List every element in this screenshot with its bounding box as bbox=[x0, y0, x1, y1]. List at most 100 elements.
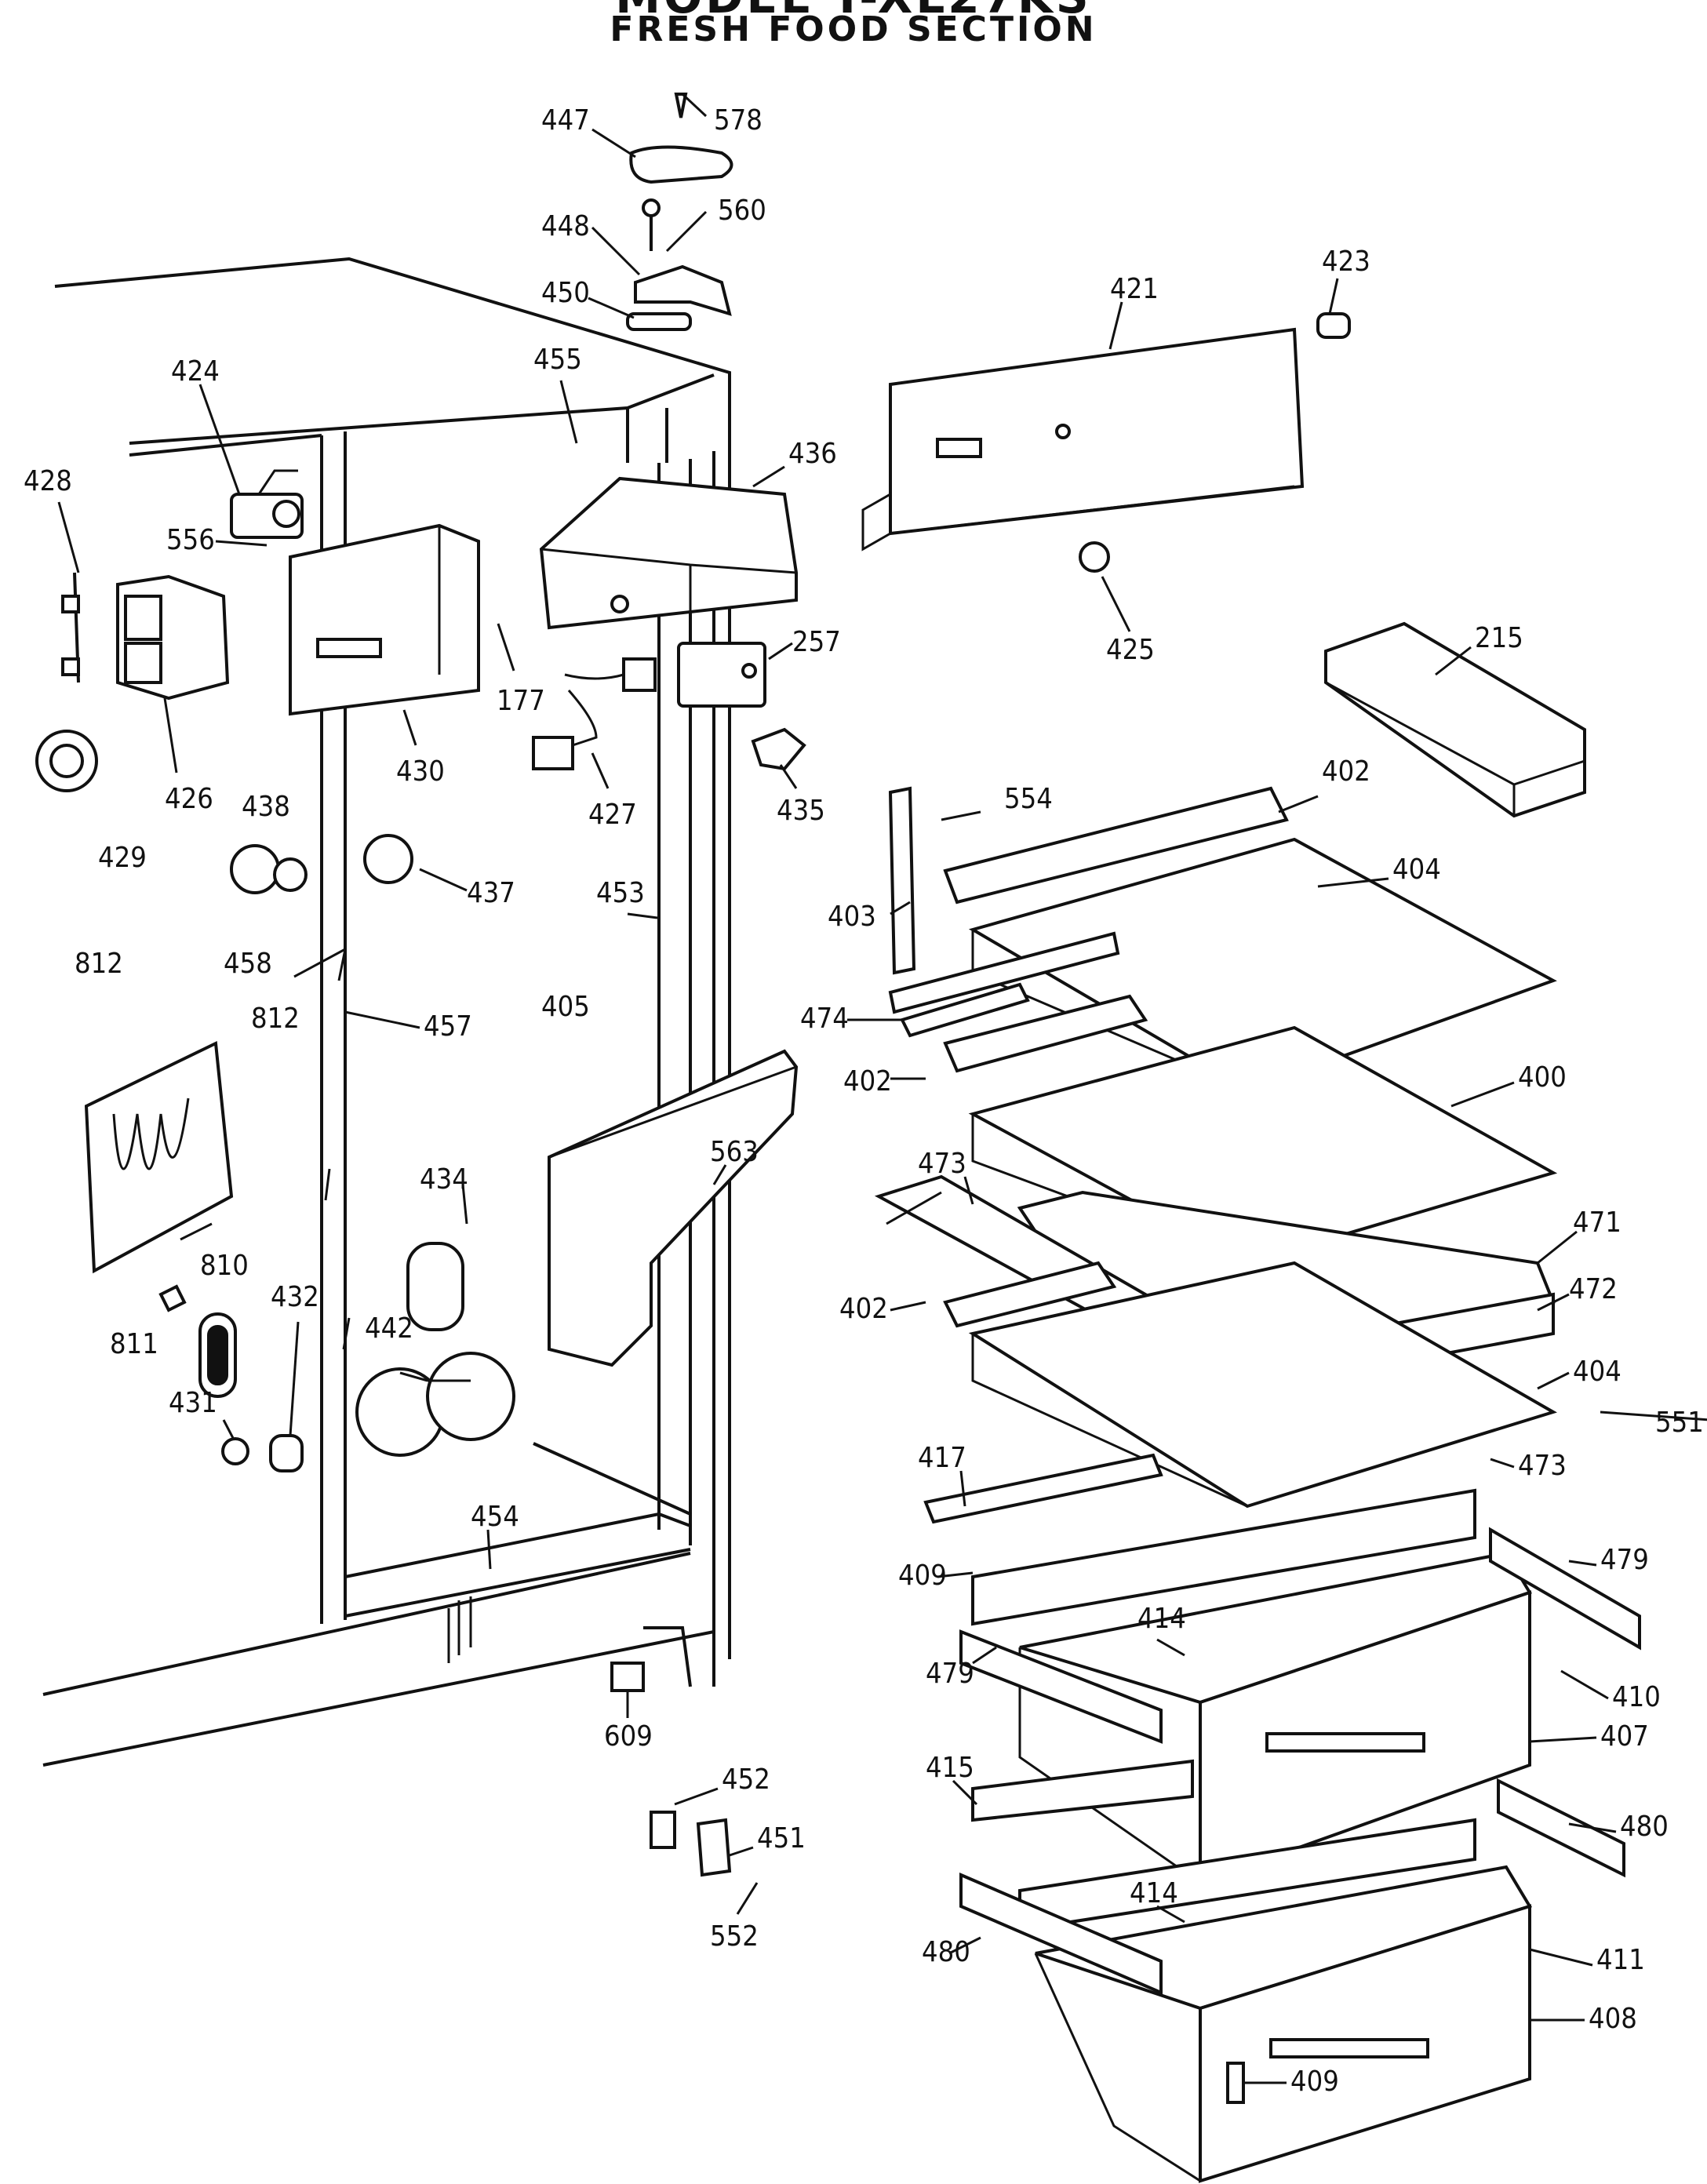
part-479-left bbox=[959, 1629, 1163, 1744]
callout-563: 563 bbox=[710, 1136, 759, 1168]
callout-450: 450 bbox=[541, 277, 590, 309]
callout-451: 451 bbox=[757, 1822, 806, 1855]
callout-403: 403 bbox=[828, 901, 876, 933]
callout-410: 410 bbox=[1612, 1681, 1661, 1713]
part-427 bbox=[532, 657, 657, 770]
callout-472: 472 bbox=[1569, 1273, 1618, 1305]
callout-448: 448 bbox=[541, 210, 590, 242]
callout-402-low: 402 bbox=[839, 1293, 888, 1325]
callout-429: 429 bbox=[98, 842, 147, 874]
model-title: MODEL T-XL27KS bbox=[0, 0, 1707, 24]
callout-411: 411 bbox=[1596, 1944, 1645, 1976]
callout-409-bottom: 409 bbox=[1290, 2066, 1339, 2098]
callout-414-upper: 414 bbox=[1137, 1603, 1186, 1635]
callout-431: 431 bbox=[169, 1387, 217, 1419]
callout-554: 554 bbox=[1004, 783, 1053, 815]
callout-402-top: 402 bbox=[1322, 755, 1370, 788]
callout-455: 455 bbox=[533, 344, 582, 376]
callout-408: 408 bbox=[1589, 2003, 1637, 2035]
part-425 bbox=[1079, 541, 1110, 573]
part-479-right bbox=[1489, 1527, 1641, 1651]
callout-215: 215 bbox=[1475, 622, 1523, 654]
part-480-right bbox=[1497, 1778, 1625, 1878]
part-438 bbox=[230, 844, 280, 894]
part-452 bbox=[650, 1811, 676, 1849]
part-810 bbox=[84, 1040, 234, 1274]
callout-257: 257 bbox=[792, 626, 841, 658]
part-431 bbox=[221, 1437, 249, 1465]
part-215 bbox=[1324, 621, 1586, 818]
callout-453: 453 bbox=[596, 877, 645, 909]
callout-454: 454 bbox=[471, 1501, 519, 1533]
leader-lines bbox=[57, 93, 1707, 2084]
callout-812-right: 812 bbox=[251, 1003, 300, 1035]
part-423 bbox=[1316, 312, 1351, 339]
top-hinge-parts bbox=[626, 93, 733, 331]
part-442 bbox=[355, 1352, 515, 1457]
callout-434: 434 bbox=[420, 1163, 468, 1196]
part-451 bbox=[696, 1818, 732, 1877]
callout-407: 407 bbox=[1600, 1720, 1649, 1753]
callout-409-top: 409 bbox=[898, 1560, 947, 1592]
callout-430: 430 bbox=[396, 755, 445, 788]
callout-480-right: 480 bbox=[1620, 1811, 1669, 1843]
callout-417: 417 bbox=[918, 1442, 966, 1474]
callout-400: 400 bbox=[1518, 1061, 1567, 1094]
callout-437: 437 bbox=[467, 877, 515, 909]
callout-447: 447 bbox=[541, 104, 590, 136]
section-title: FRESH FOOD SECTION bbox=[610, 9, 1097, 49]
callout-552: 552 bbox=[710, 1920, 759, 1953]
callout-423: 423 bbox=[1322, 246, 1370, 278]
callout-428: 428 bbox=[24, 465, 72, 497]
callout-421: 421 bbox=[1110, 273, 1159, 305]
callout-811: 811 bbox=[110, 1328, 158, 1360]
part-429 bbox=[35, 730, 98, 792]
callout-438: 438 bbox=[242, 791, 290, 823]
part-405 bbox=[548, 1049, 799, 1367]
callout-457: 457 bbox=[424, 1010, 472, 1043]
callout-424: 424 bbox=[171, 355, 220, 388]
callout-402-mid: 402 bbox=[843, 1065, 892, 1097]
part-474 bbox=[900, 982, 1030, 1038]
callout-442: 442 bbox=[365, 1312, 413, 1345]
callout-425: 425 bbox=[1106, 634, 1155, 666]
part-480-left bbox=[959, 1872, 1163, 1996]
callout-435: 435 bbox=[777, 795, 825, 827]
part-424 bbox=[230, 469, 304, 539]
part-435 bbox=[751, 727, 806, 771]
part-438-ring bbox=[273, 857, 308, 892]
callout-177: 177 bbox=[497, 685, 545, 717]
part-432 bbox=[269, 1434, 304, 1472]
callout-415: 415 bbox=[926, 1752, 974, 1784]
callout-432: 432 bbox=[271, 1281, 319, 1313]
callout-556: 556 bbox=[166, 524, 215, 556]
callout-551: 551 bbox=[1655, 1407, 1704, 1439]
callout-474: 474 bbox=[800, 1003, 849, 1035]
part-417 bbox=[923, 1453, 1163, 1524]
part-257 bbox=[677, 642, 766, 708]
part-609 bbox=[610, 1662, 645, 1692]
callout-560: 560 bbox=[718, 195, 766, 227]
callout-458: 458 bbox=[224, 948, 272, 980]
part-421 bbox=[861, 327, 1305, 551]
shelf-top bbox=[943, 786, 1557, 1093]
shelf-middle bbox=[888, 931, 1558, 1265]
callout-812-left: 812 bbox=[75, 948, 123, 980]
callout-609: 609 bbox=[604, 1720, 653, 1753]
callout-578: 578 bbox=[714, 104, 763, 136]
drawer-upper-407 bbox=[971, 1488, 1532, 1885]
callout-427: 427 bbox=[588, 799, 637, 831]
callout-405: 405 bbox=[541, 991, 590, 1023]
part-428 bbox=[61, 572, 80, 683]
callout-471: 471 bbox=[1573, 1207, 1621, 1239]
callout-404-low: 404 bbox=[1573, 1356, 1621, 1388]
part-403 bbox=[888, 786, 916, 975]
part-436 bbox=[539, 476, 798, 630]
callout-452: 452 bbox=[722, 1764, 770, 1796]
callout-404-top: 404 bbox=[1392, 854, 1441, 886]
callout-414-lower: 414 bbox=[1130, 1877, 1178, 1909]
callout-labels: 447 578 448 560 450 421 423 424 455 436 … bbox=[24, 104, 1704, 2098]
part-430 bbox=[289, 523, 480, 716]
